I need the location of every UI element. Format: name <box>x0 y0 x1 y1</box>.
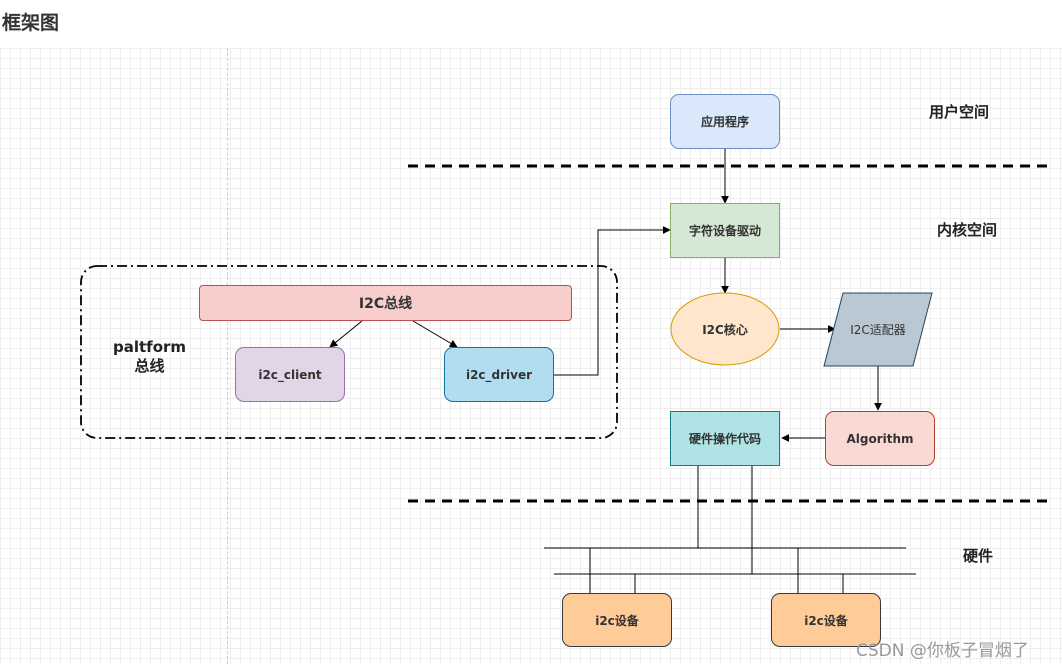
diagram-canvas: 应用程序 字符设备驱动 I2C总线 i2c_client i2c_driver … <box>0 48 1062 664</box>
algorithm-label: Algorithm <box>846 431 914 446</box>
i2c-client-label: i2c_client <box>258 367 322 382</box>
connector-layer <box>80 149 1050 594</box>
platform-bus-label: paltform 总线 <box>113 338 186 376</box>
platform-label-line2: 总线 <box>134 357 165 375</box>
i2c-device-box-1: i2c设备 <box>562 593 672 647</box>
i2c-device-label-2: i2c设备 <box>804 613 848 628</box>
hw-code-box: 硬件操作代码 <box>670 411 780 466</box>
i2c-adapter-text: I2C适配器 <box>830 311 926 347</box>
i2c-driver-box: i2c_driver <box>444 347 554 402</box>
i2c-core-shape <box>670 292 780 366</box>
app-box: 应用程序 <box>670 94 780 149</box>
i2c-bus-box: I2C总线 <box>199 285 572 321</box>
i2c-adapter-label: I2C适配器 <box>850 322 906 337</box>
driver-to-chardriver-arrow <box>553 226 671 376</box>
i2c-device-label-1: i2c设备 <box>595 613 639 628</box>
char-driver-box: 字符设备驱动 <box>670 203 780 258</box>
kernel-space-label: 内核空间 <box>937 221 998 239</box>
bus-to-client-arrow <box>329 320 363 348</box>
i2c-device-box-2: i2c设备 <box>771 593 881 647</box>
i2c-core-label: I2C核心 <box>702 322 748 337</box>
i2c-adapter-shape <box>823 292 933 367</box>
algorithm-box: Algorithm <box>825 411 935 466</box>
i2c-client-box: i2c_client <box>235 347 345 402</box>
app-label: 应用程序 <box>700 115 749 129</box>
bus-to-driver-arrow <box>412 320 458 348</box>
platform-label-line1: paltform <box>113 338 187 356</box>
i2c-bus-label: I2C总线 <box>358 296 413 312</box>
char-driver-label: 字符设备驱动 <box>688 224 761 238</box>
page-title: 框架图 <box>2 12 60 34</box>
guide-line <box>227 48 228 664</box>
hardware-label: 硬件 <box>963 547 994 565</box>
user-space-label: 用户空间 <box>929 103 990 121</box>
hw-code-label: 硬件操作代码 <box>688 432 761 446</box>
i2c-driver-label: i2c_driver <box>465 367 533 382</box>
i2c-core-text: I2C核心 <box>671 311 779 347</box>
platform-bus-container <box>80 265 618 439</box>
watermark: CSDN @你板子冒烟了 <box>856 641 1029 661</box>
